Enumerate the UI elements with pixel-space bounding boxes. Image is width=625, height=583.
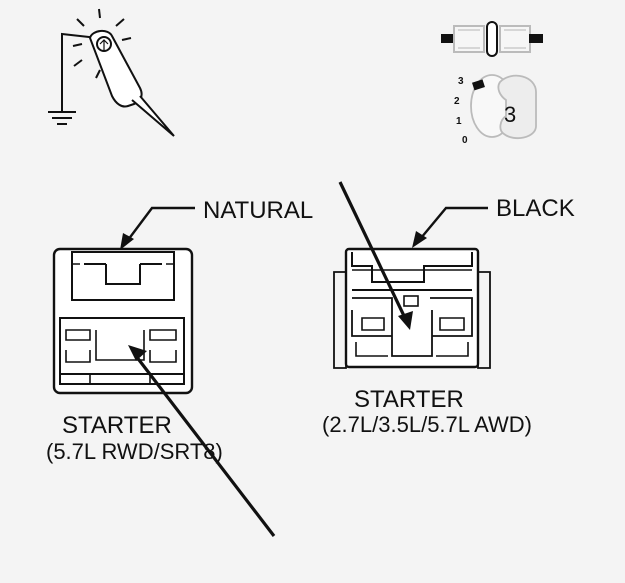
disconnected-connector-icon [441,21,543,57]
ignition-switch-icon: 3 2 1 0 3 [454,74,537,146]
callout-natural: NATURAL [120,197,313,250]
right-connector-variant: (2.7L/3.5L/5.7L AWD) [322,412,532,437]
key-position-label: 3 [504,102,516,127]
ignition-position-0: 0 [462,135,468,146]
ignition-position-3: 3 [458,76,464,87]
ignition-position-2: 2 [454,96,460,107]
right-connector-name: STARTER [354,386,464,413]
ignition-key-icon [470,74,537,140]
test-light-icon [48,8,175,137]
left-connector-variant: (5.7L RWD/SRT8) [46,439,223,464]
probe-arrow-right [338,181,413,330]
starter-connector-natural [52,247,194,395]
starter-connector-black [333,247,491,369]
probe-arrow-left [128,345,276,537]
natural-label: NATURAL [203,197,313,224]
ignition-position-1: 1 [456,116,462,127]
left-connector-name: STARTER [62,412,172,439]
black-label: BLACK [496,195,575,222]
callout-black: BLACK [412,195,575,248]
